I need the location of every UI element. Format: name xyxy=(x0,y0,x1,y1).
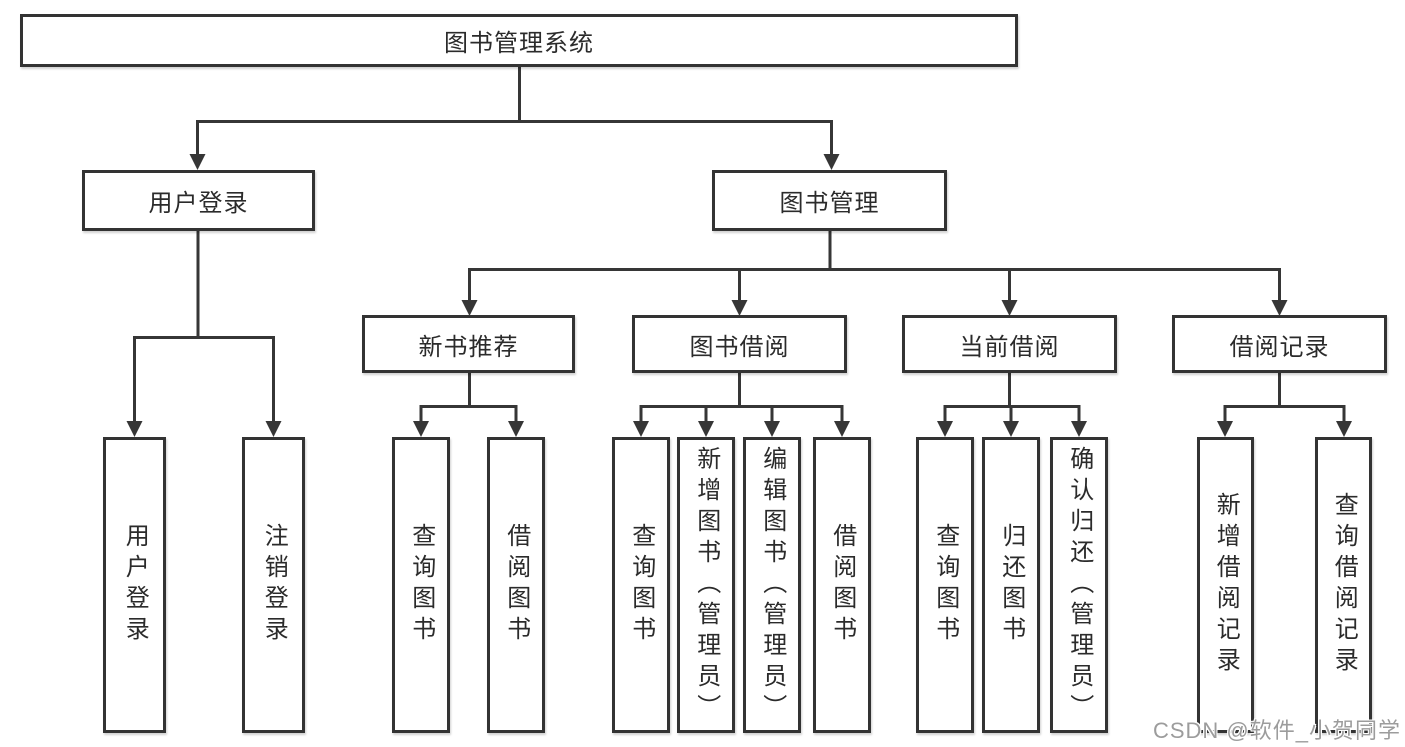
node-new-book-recommend-label: 新书推荐 xyxy=(418,333,519,361)
node-root: 图书管理系统 xyxy=(20,14,1018,67)
connector-login-split xyxy=(133,336,275,422)
node-leaf-borrow-book-2: 借阅图书 xyxy=(813,437,871,733)
arrow-down-icon xyxy=(1003,421,1019,437)
node-leaf-query-book-2: 查询图书 xyxy=(612,437,670,733)
node-leaf-query-borrow-record-label: 查询借阅记录 xyxy=(1330,492,1358,678)
node-leaf-borrow-book-1: 借阅图书 xyxy=(487,437,545,733)
node-borrow-record: 借阅记录 xyxy=(1172,315,1387,373)
arrow-down-icon xyxy=(937,421,953,437)
node-current-borrow-label: 当前借阅 xyxy=(959,333,1060,361)
arrow-down-icon xyxy=(633,421,649,437)
node-book-management-label: 图书管理 xyxy=(779,190,880,217)
node-leaf-logout: 注销登录 xyxy=(242,437,305,733)
node-new-book-recommend: 新书推荐 xyxy=(362,315,575,373)
node-leaf-add-book-admin: 新增图书（管理员） xyxy=(677,437,735,733)
arrow-down-icon xyxy=(413,421,429,437)
node-user-login-label: 用户登录 xyxy=(148,190,249,217)
arrow-down-icon xyxy=(1336,421,1352,437)
node-leaf-edit-book-admin: 编辑图书（管理员） xyxy=(743,437,801,733)
node-leaf-query-borrow-record: 查询借阅记录 xyxy=(1315,437,1372,733)
arrow-down-icon xyxy=(461,300,478,316)
node-leaf-query-book-1: 查询图书 xyxy=(392,437,450,733)
node-borrow-record-label: 借阅记录 xyxy=(1229,333,1330,361)
arrow-down-icon xyxy=(265,421,282,437)
node-leaf-logout-label: 注销登录 xyxy=(260,523,288,647)
arrow-down-icon xyxy=(1271,300,1288,316)
connector-lines xyxy=(133,66,1346,422)
node-leaf-confirm-return-admin: 确认归还（管理员） xyxy=(1050,437,1108,733)
arrow-down-icon xyxy=(764,421,780,437)
node-current-borrow: 当前借阅 xyxy=(902,315,1117,373)
node-leaf-borrow-book-2-label: 借阅图书 xyxy=(828,523,856,647)
connector-recommend-split xyxy=(419,405,518,422)
node-leaf-add-borrow-record-label: 新增借阅记录 xyxy=(1212,492,1240,678)
connector-borrow-split xyxy=(639,405,844,422)
arrow-down-icon xyxy=(834,421,850,437)
node-leaf-add-borrow-record: 新增借阅记录 xyxy=(1197,437,1254,733)
node-root-label: 图书管理系统 xyxy=(444,30,594,57)
node-leaf-confirm-return-admin-label: 确认归还（管理员） xyxy=(1065,445,1093,725)
node-leaf-user-login-label: 用户登录 xyxy=(121,523,149,647)
node-leaf-edit-book-admin-label: 编辑图书（管理员） xyxy=(758,445,786,725)
node-leaf-return-book: 归还图书 xyxy=(982,437,1040,733)
arrow-down-icon xyxy=(698,421,714,437)
node-leaf-query-book-2-label: 查询图书 xyxy=(627,523,655,647)
arrow-down-icon xyxy=(1071,421,1087,437)
node-leaf-return-book-label: 归还图书 xyxy=(997,523,1025,647)
node-leaf-query-book-1-label: 查询图书 xyxy=(407,523,435,647)
arrow-down-icon xyxy=(126,421,143,437)
arrow-down-icon xyxy=(823,154,840,170)
node-leaf-query-book-3: 查询图书 xyxy=(916,437,974,733)
watermark: CSDN @软件_小贺同学 xyxy=(1152,718,1401,743)
arrow-down-icon xyxy=(189,154,206,170)
node-leaf-user-login: 用户登录 xyxy=(103,437,166,733)
node-leaf-borrow-book-1-label: 借阅图书 xyxy=(502,523,530,647)
arrow-down-icon xyxy=(1001,300,1018,316)
arrowheads xyxy=(126,154,1352,437)
node-book-borrow-label: 图书借阅 xyxy=(689,333,790,361)
node-leaf-query-book-3-label: 查询图书 xyxy=(931,523,959,647)
arrow-down-icon xyxy=(508,421,524,437)
arrow-down-icon xyxy=(1217,421,1233,437)
connector-level2-split xyxy=(196,120,833,157)
connector-level3-split xyxy=(468,268,1281,301)
node-book-borrow: 图书借阅 xyxy=(632,315,847,373)
node-leaf-add-book-admin-label: 新增图书（管理员） xyxy=(692,445,720,725)
node-user-login: 用户登录 xyxy=(82,170,315,231)
node-book-management: 图书管理 xyxy=(712,170,947,231)
connector-record-split xyxy=(1223,405,1346,422)
arrow-down-icon xyxy=(731,300,748,316)
